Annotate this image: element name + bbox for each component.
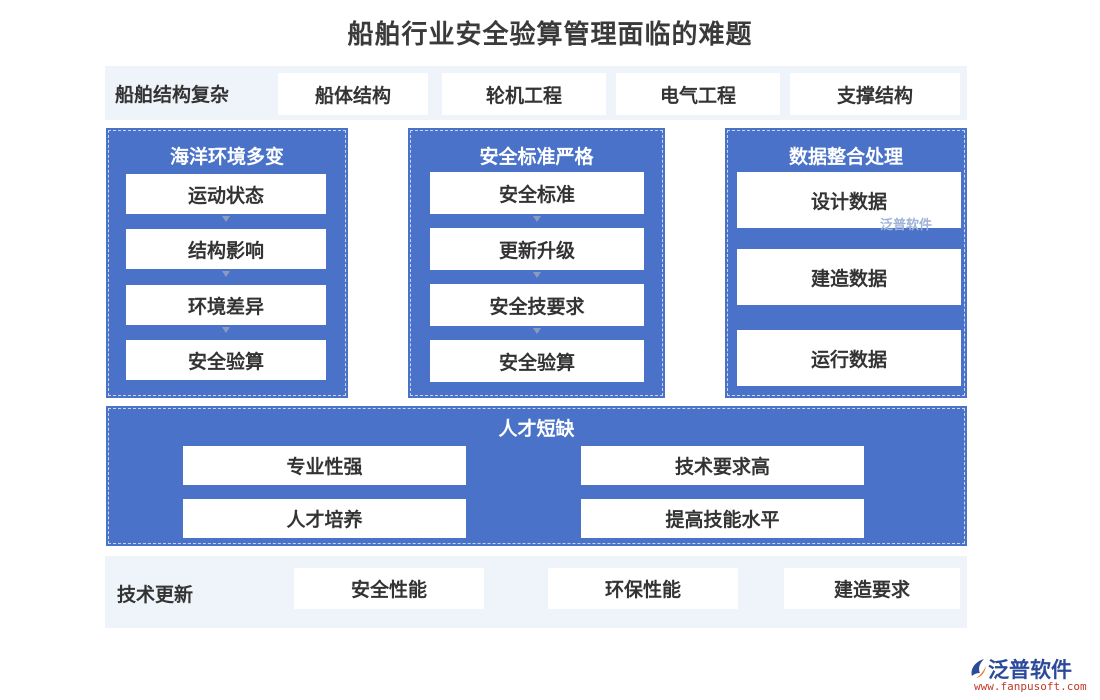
down-arrow-icon	[533, 272, 541, 278]
safety-standard-panel: 安全标准严格 安全标准 更新升级 安全技要求 安全验算	[408, 128, 665, 398]
down-arrow-icon	[222, 271, 230, 277]
tech-item: 建造要求	[784, 568, 960, 609]
panel-item: 设计数据	[737, 172, 961, 228]
logo-url: www.fanpusoft.com	[974, 680, 1087, 693]
panel-item: 安全验算	[430, 340, 644, 382]
tech-label: 技术更新	[117, 584, 194, 606]
talent-item: 提高技能水平	[581, 499, 864, 538]
talent-item: 人才培养	[183, 499, 466, 538]
down-arrow-icon	[222, 327, 230, 333]
tech-item: 环保性能	[548, 568, 738, 609]
structure-label: 船舶结构复杂	[115, 84, 230, 106]
watermark-text: 泛普软件	[880, 218, 933, 233]
ocean-environment-panel: 海洋环境多变 运动状态 结构影响 环境差异 安全验算	[106, 128, 348, 398]
logo-mark-icon	[971, 659, 986, 678]
panel-item: 安全标准	[430, 172, 644, 214]
panel-item: 更新升级	[430, 228, 644, 270]
tech-item: 安全性能	[294, 568, 484, 609]
talent-item: 技术要求高	[581, 446, 864, 485]
talent-panel: 人才短缺 专业性强 技术要求高 人才培养 提高技能水平	[106, 406, 967, 546]
logo-name: 泛普软件	[988, 658, 1072, 682]
panel-item: 环境差异	[126, 285, 326, 325]
panel-title: 海洋环境多变	[169, 146, 284, 168]
down-arrow-icon	[533, 216, 541, 222]
brand-logo: 泛普软件 www.fanpusoft.com	[968, 654, 1096, 696]
talent-item: 专业性强	[183, 446, 466, 485]
structure-item: 支撑结构	[790, 73, 960, 115]
structure-item: 船体结构	[278, 73, 428, 115]
panel-item: 安全技要求	[430, 284, 644, 326]
panel-title: 人才短缺	[498, 418, 575, 440]
panel-title: 安全标准严格	[479, 146, 594, 168]
panel-title: 数据整合处理	[788, 146, 903, 168]
structure-item: 轮机工程	[442, 73, 606, 115]
down-arrow-icon	[533, 328, 541, 334]
data-integration-panel: 数据整合处理 设计数据 建造数据 运行数据	[725, 128, 967, 398]
panel-item: 运动状态	[126, 174, 326, 214]
down-arrow-icon	[222, 216, 230, 222]
panel-item: 结构影响	[126, 229, 326, 269]
panel-item: 运行数据	[737, 330, 961, 386]
panel-item: 安全验算	[126, 340, 326, 380]
structure-item: 电气工程	[616, 73, 780, 115]
panel-item: 建造数据	[737, 249, 961, 305]
page-title: 船舶行业安全验算管理面临的难题	[347, 20, 753, 50]
